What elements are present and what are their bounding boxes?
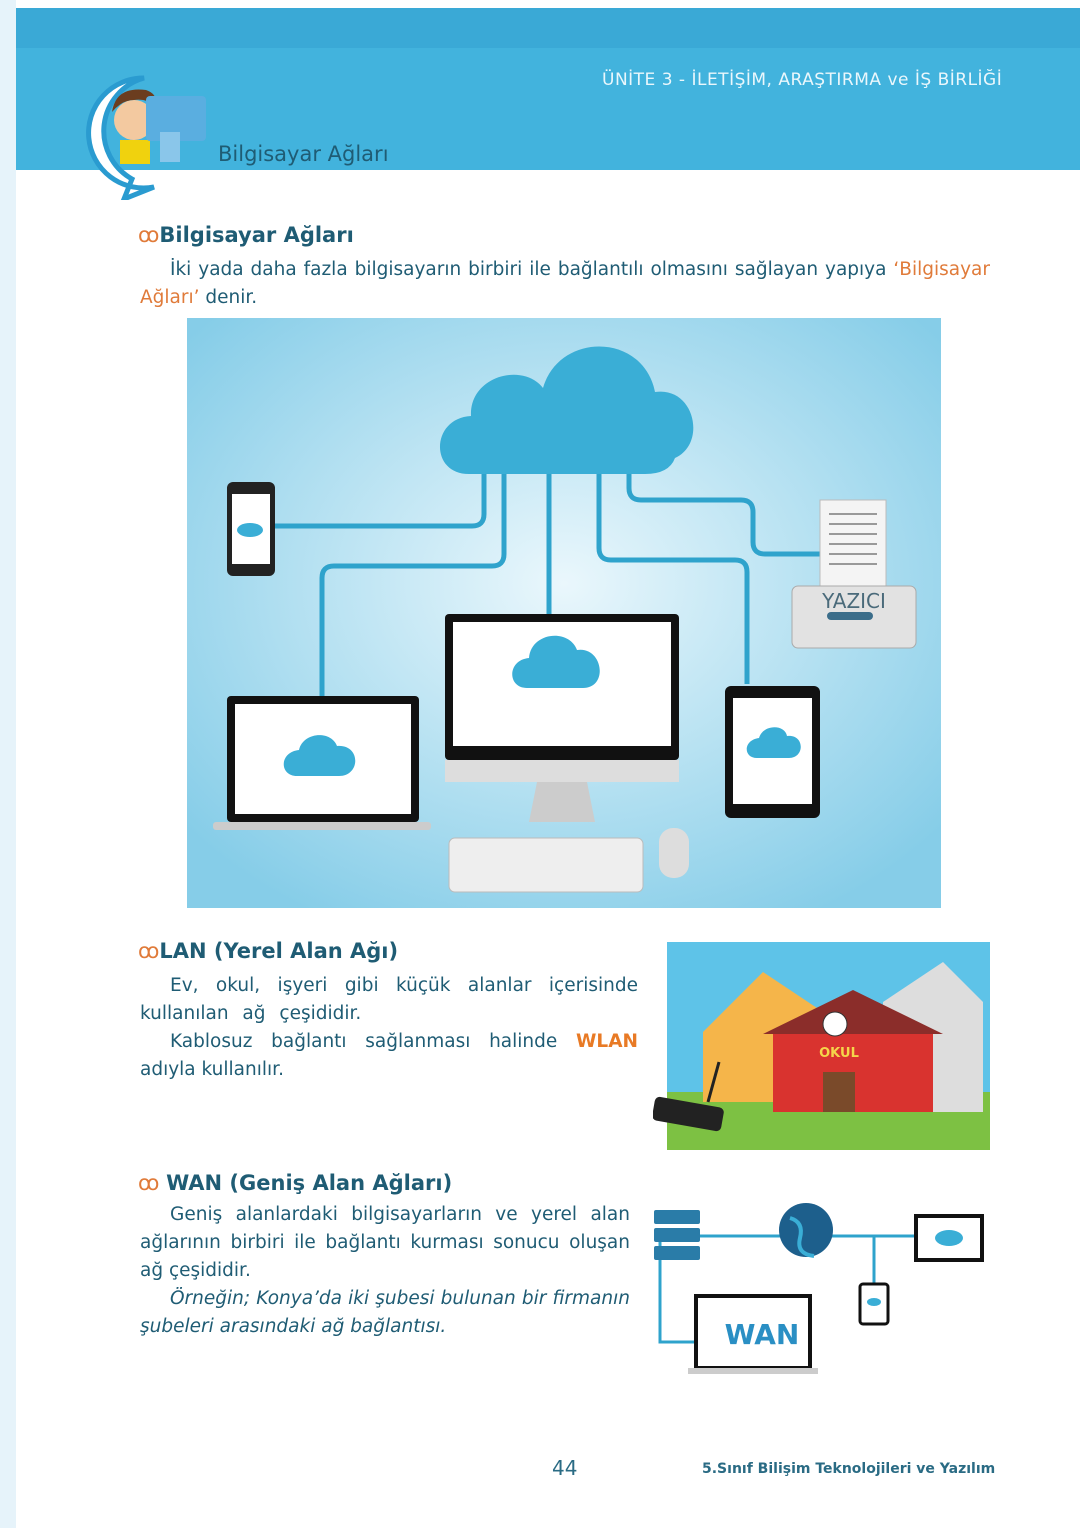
glasses-icon: ꝏ <box>138 939 160 963</box>
phone-icon <box>858 1282 890 1326</box>
tablet-icon <box>725 686 820 818</box>
printer-icon: YAZICI <box>791 499 917 649</box>
router-icon <box>653 1061 724 1132</box>
book-title: 5.Sınıf Bilişim Teknolojileri ve Yazılım <box>702 1461 996 1477</box>
lan-heading: ꝏLAN (Yerel Alan Ağı) <box>138 939 399 963</box>
wan-laptop-icon: WAN <box>688 1294 818 1374</box>
intro-paragraph: İki yada daha fazla bilgisayarın birbiri… <box>140 259 990 308</box>
laptop-icon <box>213 696 431 830</box>
glasses-icon: ꝏ <box>138 1171 167 1195</box>
smartphone-icon <box>227 482 275 576</box>
school-lan-illustration: OKUL <box>653 942 990 1150</box>
student-computer-icon <box>86 75 206 200</box>
network-illustration: YAZICI <box>187 318 941 908</box>
wan-paragraph: Geniş alanlardaki bilgisayarların ve yer… <box>140 1204 630 1337</box>
glasses-icon: ꝏ <box>138 223 160 247</box>
wan-diagram: WAN <box>654 1203 984 1374</box>
globe-icon <box>779 1203 833 1258</box>
wan-label: WAN <box>725 1318 800 1351</box>
intro-heading: ꝏBilgisayar Ağları <box>138 223 354 247</box>
page-number: 44 <box>552 1456 578 1480</box>
section-title: Bilgisayar Ağları <box>218 142 389 166</box>
computer-monitor-icon <box>914 1214 984 1262</box>
desktop-monitor-icon <box>445 614 679 822</box>
wan-heading: ꝏ WAN (Geniş Alan Ağları) <box>138 1171 453 1195</box>
server-icon <box>654 1210 700 1260</box>
lan-paragraph: Ev, okul, işyeri gibi küçük alanlar içer… <box>140 975 638 1080</box>
school-label: OKUL <box>819 1046 859 1061</box>
cloud-icon <box>439 346 694 474</box>
header-band-top <box>16 8 1080 48</box>
unit-title: ÜNİTE 3 - İLETİŞİM, ARAŞTIRMA ve İŞ BİRL… <box>602 70 1003 90</box>
printer-label: YAZICI <box>821 589 886 613</box>
left-margin-strip <box>0 0 16 1528</box>
network-cables <box>275 468 825 708</box>
keyboard-icon <box>448 837 644 893</box>
mouse-icon <box>659 828 689 878</box>
